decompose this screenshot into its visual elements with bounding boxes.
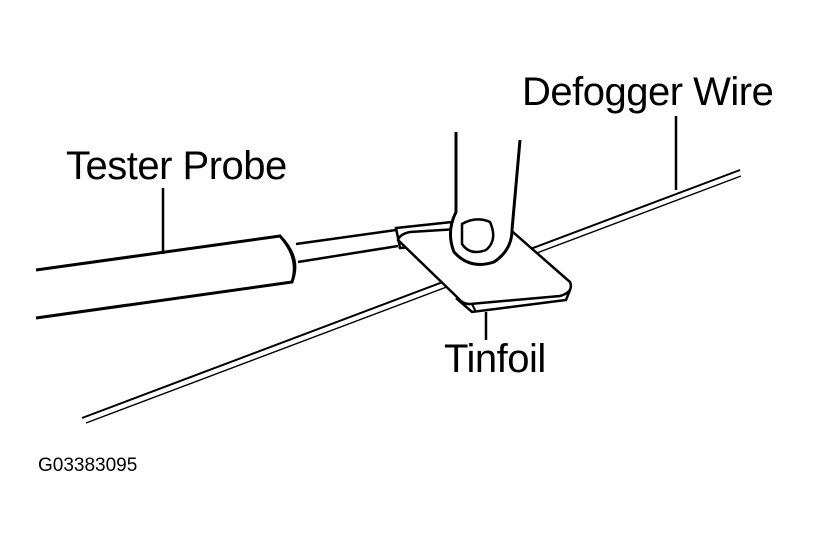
label-tinfoil: Tinfoil xyxy=(444,337,546,381)
defogger-wire xyxy=(81,169,742,424)
figure-id: G03383095 xyxy=(38,455,138,476)
label-defogger-wire: Defogger Wire xyxy=(522,70,774,114)
leader-lines xyxy=(161,116,678,340)
finger xyxy=(449,132,522,266)
label-tester-probe: Tester Probe xyxy=(66,144,287,188)
tester-probe xyxy=(35,220,456,320)
